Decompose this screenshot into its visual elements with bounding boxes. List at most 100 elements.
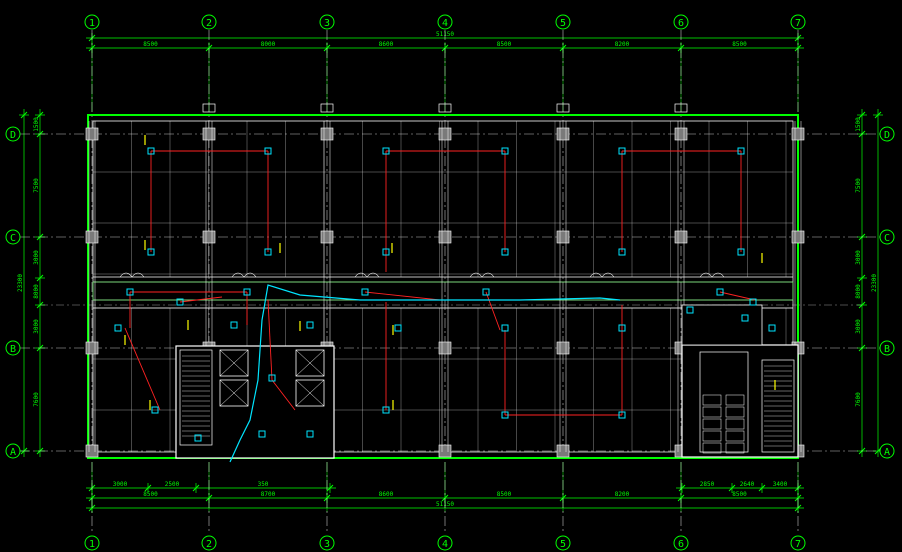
sprinkler-fixture xyxy=(230,321,238,329)
door-swing xyxy=(589,272,603,278)
dim-top-spans-label: 8500 xyxy=(497,41,512,48)
axis-bubble-C-right xyxy=(879,229,895,245)
top-column-cap xyxy=(438,103,452,113)
pipe-segment xyxy=(271,379,296,411)
toilet-stall xyxy=(702,442,722,454)
sprinkler-fixture xyxy=(114,324,122,332)
toilet-stall xyxy=(725,442,745,454)
structural-column xyxy=(320,127,334,141)
dim-bottom-spans-label: 8700 xyxy=(261,491,276,498)
dim-right-inner-slash xyxy=(858,111,866,119)
door-swing xyxy=(711,272,725,278)
elevator-cross xyxy=(219,349,249,377)
sprinkler-fixture xyxy=(243,288,251,296)
toilet-stall xyxy=(702,418,722,430)
door-swing xyxy=(119,272,133,278)
lobby-right xyxy=(681,304,763,346)
pipe-segment xyxy=(267,299,273,381)
structural-column xyxy=(85,230,99,244)
sprinkler-fixture xyxy=(306,321,314,329)
dim-top-spans-label: 8000 xyxy=(261,41,276,48)
axis-bubble-D-right xyxy=(879,126,895,142)
dim-bottom-spans-label: 8500 xyxy=(497,491,512,498)
dim-bottom-spans-label: 8200 xyxy=(615,491,630,498)
sprinkler-fixture xyxy=(737,147,745,155)
dim-top-spans-label: 8500 xyxy=(143,41,158,48)
axis-bubble-2-bottom xyxy=(201,535,217,551)
dim-bottom-first-label: 2500 xyxy=(165,481,180,488)
main-duct xyxy=(229,284,621,463)
axis-label-A-left: A xyxy=(10,447,16,458)
axis-label-1-top: 1 xyxy=(89,18,95,29)
axis-label-4-top: 4 xyxy=(442,18,448,29)
axis-bubble-B-left xyxy=(5,340,21,356)
dim-right-inner-label: 8000 xyxy=(855,284,862,299)
axis-bubble-5-top xyxy=(555,14,571,30)
axis-label-2-bottom: 2 xyxy=(206,539,212,550)
sprinkler-fixture xyxy=(382,406,390,414)
structural-column xyxy=(791,127,805,141)
sprinkler-fixture xyxy=(147,147,155,155)
toilet-stall xyxy=(702,394,722,406)
axis-bubble-A-right xyxy=(879,443,895,459)
dim-left-outer-slash xyxy=(20,111,28,119)
axis-label-B-left: B xyxy=(10,344,16,355)
dim-bottom-first-slash xyxy=(326,484,334,492)
axis-label-B-right: B xyxy=(884,344,890,355)
dim-bottom-first-right-slash xyxy=(678,484,686,492)
toilet-stall xyxy=(725,394,745,406)
axis-bubble-7-bottom xyxy=(790,535,806,551)
axis-label-C-right: C xyxy=(884,233,890,244)
dim-top-spans-label: 8200 xyxy=(615,41,630,48)
structural-column xyxy=(674,230,688,244)
axis-label-1-bottom: 1 xyxy=(89,539,95,550)
sprinkler-fixture xyxy=(618,147,626,155)
sprinkler-fixture xyxy=(382,147,390,155)
toilet-stall xyxy=(702,430,722,442)
axis-bubble-6-bottom xyxy=(673,535,689,551)
door-swing xyxy=(601,272,615,278)
dim-right-inner-label: 3000 xyxy=(855,319,862,334)
sprinkler-fixture xyxy=(306,430,314,438)
dim-bottom-spans-label: 8500 xyxy=(143,491,158,498)
axis-bubble-1-top xyxy=(84,14,100,30)
dim-bottom-first-label: 350 xyxy=(258,481,269,488)
sprinkler-fixture xyxy=(618,411,626,419)
stair-left xyxy=(179,349,213,446)
dim-bottom-first-slash xyxy=(144,484,152,492)
axis-label-5-bottom: 5 xyxy=(560,539,566,550)
structural-column xyxy=(556,444,570,458)
top-column-cap xyxy=(320,103,334,113)
toilet-stall xyxy=(725,418,745,430)
structural-column xyxy=(85,127,99,141)
axis-label-3-top: 3 xyxy=(324,18,330,29)
dim-right-outer-slash xyxy=(874,111,882,119)
dim-top-spans-label: 8600 xyxy=(379,41,394,48)
sprinkler-fixture xyxy=(264,147,272,155)
sprinkler-fixture xyxy=(501,411,509,419)
structural-column xyxy=(85,341,99,355)
structural-column xyxy=(556,230,570,244)
structural-column xyxy=(320,230,334,244)
door-swing xyxy=(469,272,483,278)
dim-top-spans-label: 8500 xyxy=(732,41,747,48)
axis-label-D-right: D xyxy=(884,130,890,141)
structural-column xyxy=(438,230,452,244)
dim-left-inner-label: 7500 xyxy=(33,178,40,193)
outer-wall xyxy=(87,114,799,459)
pipe-segment xyxy=(364,291,441,301)
axis-bubble-C-left xyxy=(5,229,21,245)
sprinkler-fixture xyxy=(151,406,159,414)
door-swing xyxy=(243,272,257,278)
axis-bubble-4-bottom xyxy=(437,535,453,551)
axis-bubble-B-right xyxy=(879,340,895,356)
sprinkler-fixture xyxy=(194,434,202,442)
sprinkler-fixture xyxy=(501,248,509,256)
elevator-cross xyxy=(295,379,325,407)
structural-column xyxy=(85,444,99,458)
dim-bottom-first-right-label: 3400 xyxy=(773,481,788,488)
axis-bubble-3-bottom xyxy=(319,535,335,551)
plan-layer xyxy=(85,103,805,459)
sprinkler-fixture xyxy=(258,430,266,438)
